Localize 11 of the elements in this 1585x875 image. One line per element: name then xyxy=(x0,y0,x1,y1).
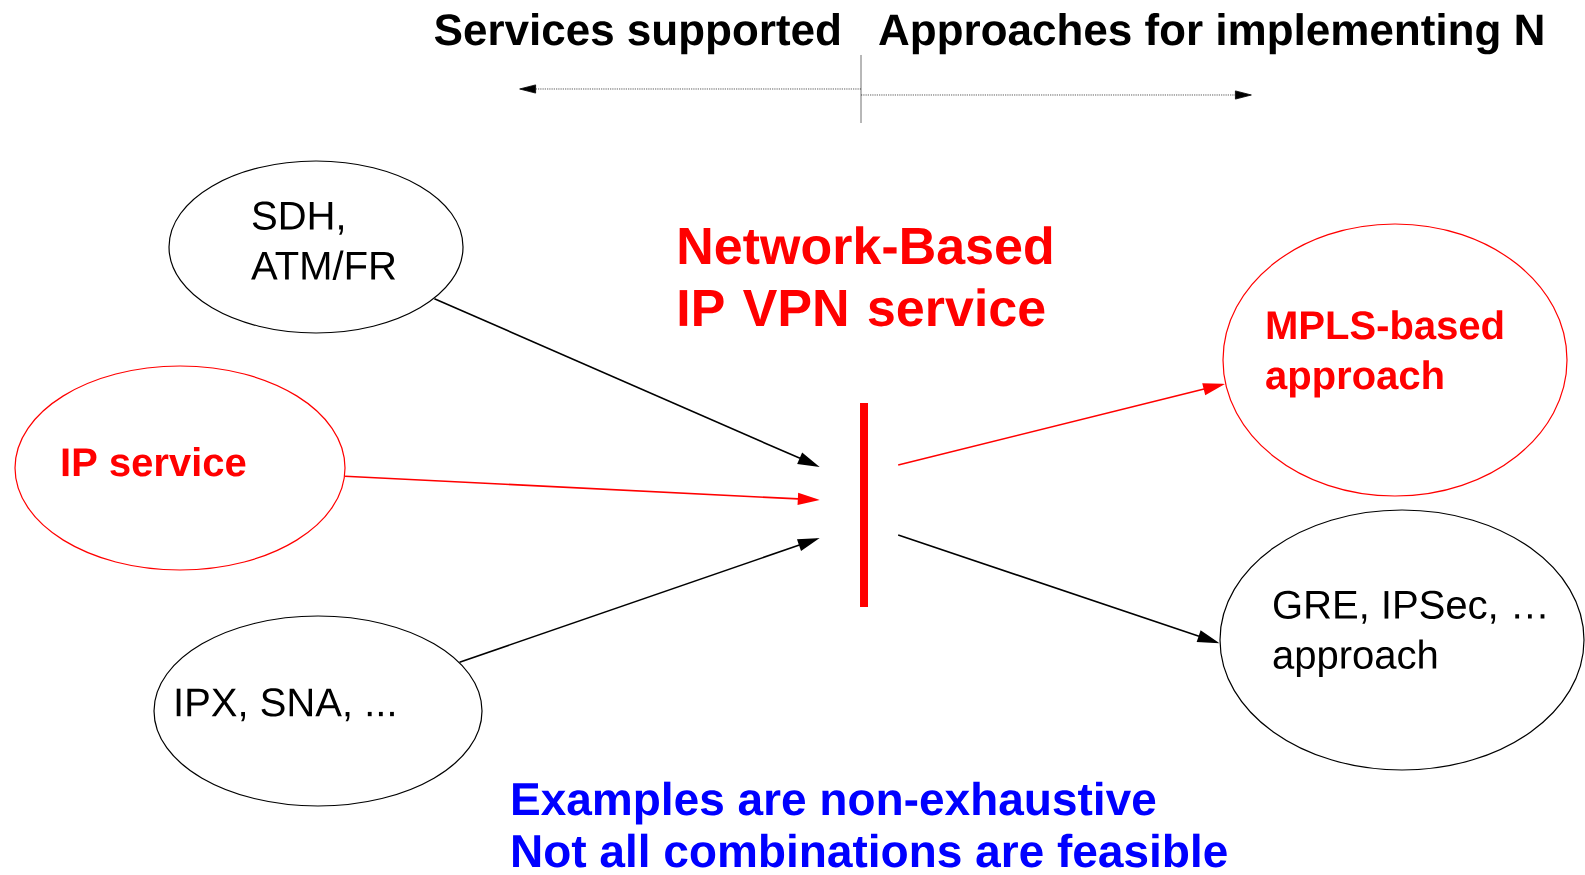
ellipse-node: IPX, SNA, ... xyxy=(153,615,483,807)
heading: Approaches for implementing N xyxy=(879,13,1543,55)
title: Network-Based IP VPN service xyxy=(679,226,1052,327)
ellipse-node: SDH, ATM/FR xyxy=(168,160,464,334)
heading: Services supported xyxy=(434,13,840,55)
note: Not all combinations are feasible xyxy=(513,833,1227,868)
note: Examples are non-exhaustive xyxy=(513,781,1156,825)
ellipse-node: GRE, IPSec, … approach xyxy=(1219,509,1585,771)
ellipse-node: MPLS-based approach xyxy=(1222,223,1568,497)
bar xyxy=(860,403,868,607)
ellipse-node: IP service xyxy=(14,365,346,571)
